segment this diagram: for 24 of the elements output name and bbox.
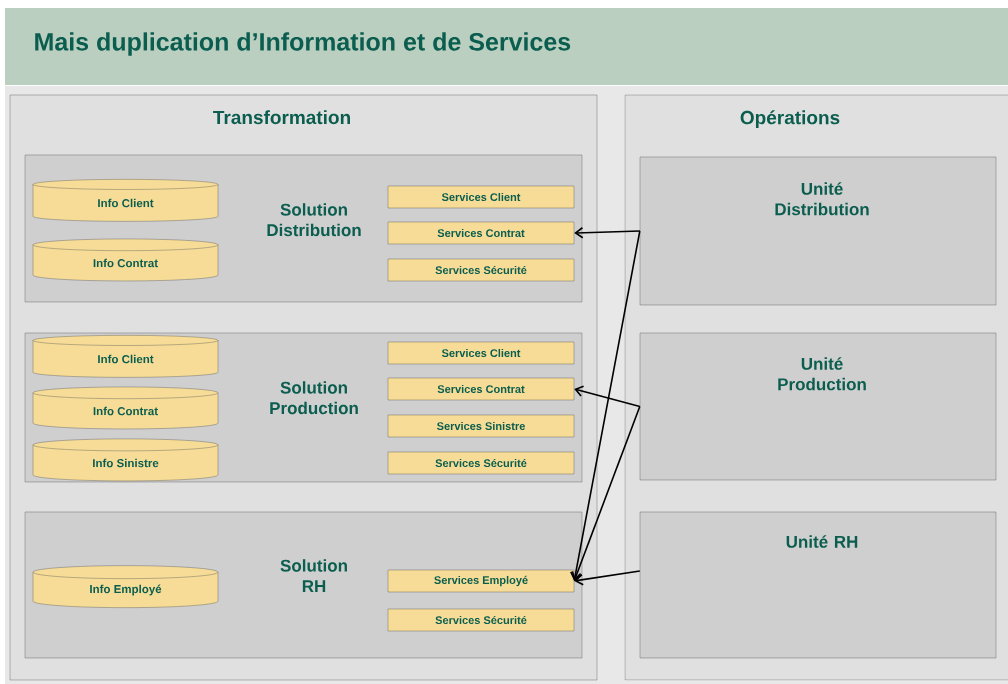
service-box: Services Sécurité — [387, 451, 575, 475]
unit-panel: Unité Production — [639, 332, 997, 481]
arrow — [570, 230, 641, 581]
service-box: Services Client — [387, 341, 575, 365]
service-box: Services Contrat — [387, 221, 575, 245]
database-cylinder: Info Employé — [32, 565, 219, 608]
database-cylinder: Info Client — [32, 335, 219, 378]
service-box: Services Sécurité — [387, 258, 575, 282]
database-cylinder: Info Contrat — [32, 238, 219, 282]
title-banner: Mais duplication d’Information et de Services — [5, 8, 1008, 85]
database-cylinder: Info Contrat — [32, 386, 219, 430]
arrow — [571, 405, 641, 581]
service-box: Services Employé — [387, 569, 575, 593]
unit-panel: Unité RH — [639, 511, 997, 659]
arrow — [574, 226, 641, 239]
database-cylinder: Info Client — [32, 179, 219, 222]
arrow — [574, 570, 641, 586]
service-box: Services Client — [387, 185, 575, 209]
service-box: Services Sécurité — [387, 608, 575, 632]
service-box: Services Sinistre — [387, 414, 575, 438]
unit-panel: Unité Distribution — [639, 156, 997, 306]
service-box: Services Contrat — [387, 377, 575, 401]
arrow — [574, 385, 641, 408]
database-cylinder: Info Sinistre — [32, 438, 219, 482]
